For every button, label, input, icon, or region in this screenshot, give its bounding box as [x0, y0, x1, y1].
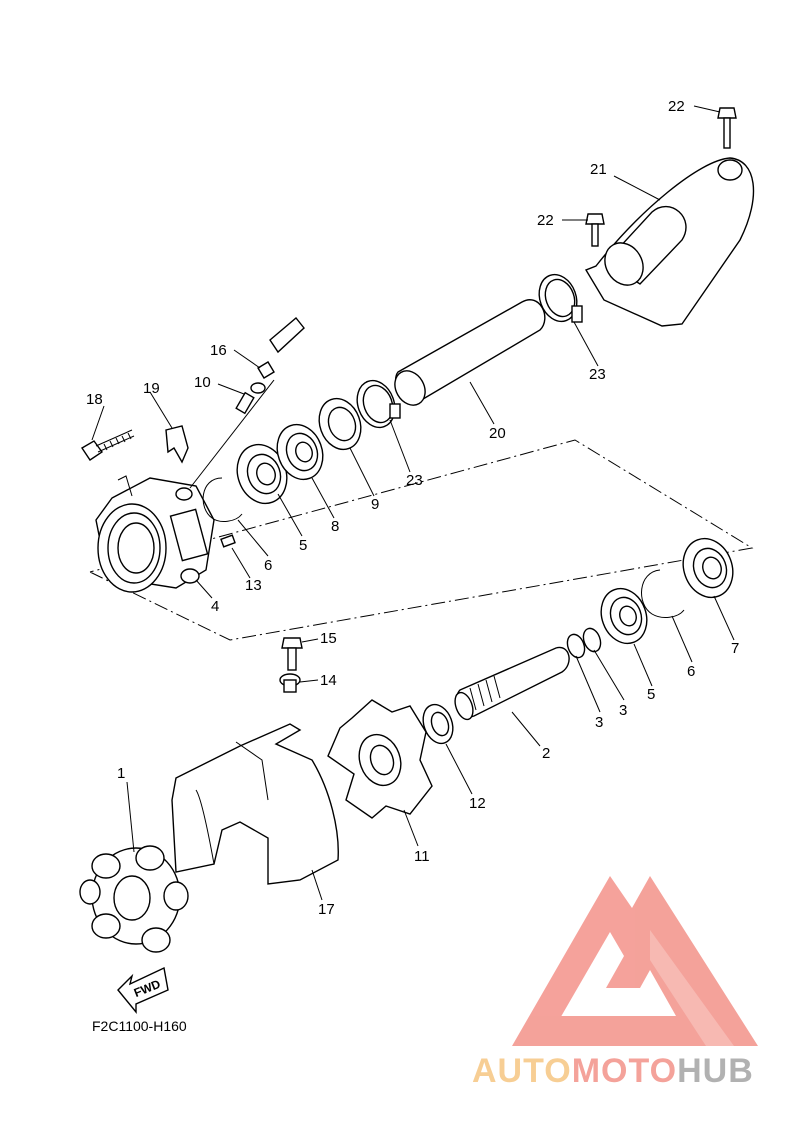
callout-19: 19 — [143, 380, 160, 397]
watermark: AUTOMOTOHUB — [472, 876, 758, 1090]
callout-14: 14 — [320, 672, 337, 689]
callout-18: 18 — [86, 391, 103, 408]
callout-1: 1 — [117, 765, 125, 782]
part-6-circlip-lower — [641, 569, 685, 618]
part-18-bolt — [81, 429, 135, 461]
callout-23-right: 23 — [589, 366, 606, 383]
part-9-seal — [318, 397, 362, 451]
callout-4: 4 — [211, 598, 219, 615]
part-23-clamp-right — [538, 273, 583, 323]
part-19-clip — [165, 425, 189, 464]
callout-21: 21 — [590, 161, 607, 178]
part-21-nozzle-cover — [584, 157, 755, 327]
callout-9: 9 — [371, 496, 379, 513]
callout-2: 2 — [542, 745, 550, 762]
callout-5-upper: 5 — [299, 537, 307, 554]
callout-16: 16 — [210, 342, 227, 359]
callout-23-left: 23 — [406, 472, 423, 489]
callout-8: 8 — [331, 518, 339, 535]
part-3-o-ring-b — [582, 627, 602, 653]
part-8-bearing — [276, 423, 324, 481]
callout-22-mid: 22 — [537, 212, 554, 229]
part-3-o-ring-a — [566, 633, 586, 659]
part-7-bearing — [682, 537, 734, 599]
watermark-text-moto: MOTO — [572, 1052, 677, 1090]
diagram-reference-code: F2C1100-H160 — [92, 1018, 187, 1034]
fwd-arrow: FWD — [117, 966, 169, 1014]
part-23-clamp-left — [356, 379, 401, 429]
part-5-bearing-lower — [600, 587, 648, 645]
callout-13: 13 — [245, 577, 262, 594]
part-14-collar — [279, 673, 301, 693]
watermark-text-hub: HUB — [677, 1052, 754, 1090]
callout-labels: 1 2 3 3 4 5 5 6 6 7 8 9 10 11 12 13 14 1… — [86, 98, 739, 918]
callout-3b: 3 — [619, 702, 627, 719]
part-16-fitting — [257, 317, 305, 379]
part-13-pin — [220, 534, 236, 548]
assembly-boundary — [89, 439, 754, 641]
callout-20: 20 — [489, 425, 506, 442]
callout-17: 17 — [318, 901, 335, 918]
part-10-nipple — [235, 382, 266, 415]
part-17-duct — [171, 723, 339, 885]
callout-7: 7 — [731, 640, 739, 657]
watermark-logo-icon — [512, 876, 758, 1046]
part-22-bolt-mid — [585, 213, 605, 247]
callout-6-upper: 6 — [264, 557, 272, 574]
callout-6-lower: 6 — [687, 663, 695, 680]
part-20-hose — [394, 299, 546, 406]
part-4-housing — [95, 475, 215, 593]
callout-3a: 3 — [595, 714, 603, 731]
part-15-bolt — [281, 637, 303, 671]
part-6-circlip-upper — [202, 477, 243, 522]
callout-5-lower: 5 — [647, 686, 655, 703]
callout-10: 10 — [194, 374, 211, 391]
callout-12: 12 — [469, 795, 486, 812]
leader-lines — [91, 105, 735, 901]
callout-15: 15 — [320, 630, 337, 647]
callout-22-top: 22 — [668, 98, 685, 115]
part-2-shaft — [454, 646, 570, 721]
part-11-impeller — [327, 699, 433, 819]
part-1-cover — [79, 845, 189, 953]
part-5-bearing-upper — [236, 443, 288, 505]
watermark-text: AUTOMOTOHUB — [472, 1052, 754, 1090]
callout-11: 11 — [414, 848, 430, 865]
watermark-text-auto: AUTO — [472, 1052, 572, 1090]
part-22-bolt-top — [717, 107, 737, 149]
part-12-ring — [422, 703, 454, 745]
